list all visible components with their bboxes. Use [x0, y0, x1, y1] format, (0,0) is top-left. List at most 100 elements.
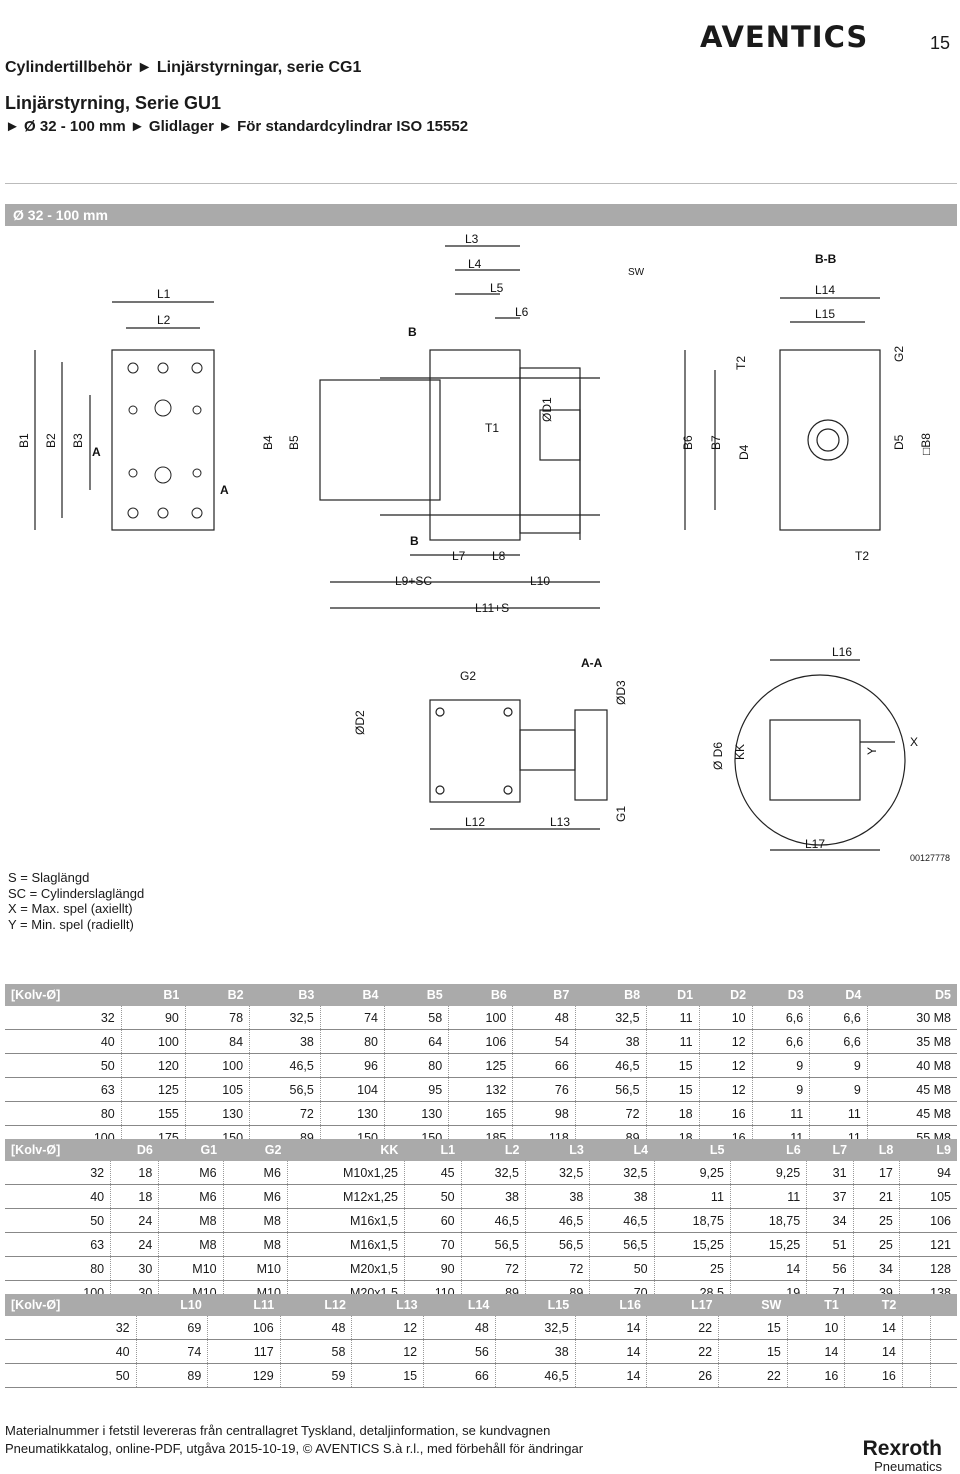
table-cell: M6	[223, 1184, 288, 1209]
dim-B1: B1	[17, 433, 31, 448]
table-cell: M16x1,5	[287, 1232, 405, 1257]
front-holes	[127, 362, 203, 519]
table-cell: 155	[121, 1101, 186, 1126]
column-header: B2	[185, 984, 250, 1006]
dim-L15: L15	[815, 307, 835, 321]
table-cell: 56,5	[525, 1232, 591, 1257]
table-cell: 74	[136, 1339, 209, 1364]
table-cell: 106	[448, 1029, 514, 1054]
dim-L9-SC: L9+SC	[395, 574, 432, 588]
table-cell	[902, 1316, 931, 1340]
dim-L2: L2	[157, 313, 171, 327]
table-cell: 72	[575, 1101, 647, 1126]
table-cell: 38	[495, 1339, 576, 1364]
column-header: B6	[448, 984, 513, 1006]
table-cell: M8	[158, 1208, 224, 1233]
column-header: D3	[752, 984, 810, 1006]
table-cell	[902, 1339, 931, 1364]
table-cell: 34	[853, 1256, 900, 1281]
table-cell: 12	[351, 1316, 425, 1340]
table-cell: 56,5	[589, 1232, 655, 1257]
table-cell: M20x1,5	[287, 1256, 405, 1281]
table-cell: 38	[589, 1184, 655, 1209]
table-cell	[930, 1339, 957, 1364]
dim-L6: L6	[515, 305, 529, 319]
dim-L3: L3	[465, 232, 479, 246]
column-header: L2	[461, 1139, 526, 1161]
table-cell: 14	[844, 1316, 903, 1340]
table-cell: 24	[110, 1232, 160, 1257]
table-cell: 15	[718, 1316, 788, 1340]
table-cell: 30 M8	[867, 1006, 957, 1030]
table-cell: 14	[787, 1339, 846, 1364]
table-cell: 32	[5, 1006, 122, 1030]
table-cell: M6	[158, 1184, 224, 1209]
table-cell: 80	[5, 1101, 122, 1126]
table-cell: 30	[110, 1256, 160, 1281]
table-cell: 132	[448, 1077, 514, 1102]
column-header: L6	[730, 1139, 807, 1161]
table-cell: 45	[404, 1161, 462, 1185]
table-cell: 25	[853, 1232, 900, 1257]
rexroth-logo: Rexroth	[862, 1437, 942, 1460]
legend-item: SC = Cylinderslaglängd	[8, 885, 145, 901]
table-cell: 51	[806, 1232, 854, 1257]
dim-L7: L7	[452, 549, 466, 563]
table-cell: 78	[185, 1006, 251, 1030]
dim-D4: D4	[737, 444, 751, 460]
table-cell: 100	[121, 1029, 186, 1054]
table-cell: M8	[158, 1232, 224, 1257]
table-cell: 48	[280, 1316, 353, 1340]
table-cell: 6,6	[809, 1029, 868, 1054]
dim-L4: L4	[468, 257, 482, 271]
dim-L14: L14	[815, 283, 835, 297]
table-cell: 31	[806, 1161, 854, 1185]
table-cell: 58	[280, 1339, 353, 1364]
column-header: B8	[575, 984, 647, 1006]
table-cell: 56	[806, 1256, 854, 1281]
section-bb	[779, 349, 881, 531]
table-cell: M12x1,25	[287, 1184, 405, 1209]
table-cell: 40	[5, 1184, 112, 1209]
table-cell: 16	[787, 1363, 846, 1388]
detail-circle	[734, 674, 906, 846]
table-cell: 15	[646, 1077, 700, 1102]
table-cell: 50	[404, 1184, 462, 1209]
table-cell: 98	[512, 1101, 576, 1126]
section-mark-a-right: A	[220, 483, 229, 497]
table-cell: 12	[351, 1339, 425, 1364]
table-cell: 6,6	[752, 1029, 811, 1054]
table-cell: 72	[461, 1256, 526, 1281]
table-cell: 45 M8	[867, 1077, 957, 1102]
dim-B6: B6	[681, 435, 695, 450]
table-cell: 45 M8	[867, 1101, 957, 1126]
table-cell: M10x1,25	[287, 1161, 405, 1185]
column-header: B7	[512, 984, 576, 1006]
table-cell: 14	[575, 1316, 648, 1340]
table-cell: 46,5	[495, 1363, 576, 1388]
dim-B2: B2	[44, 433, 58, 448]
footer-copyright: Pneumatikkatalog, online-PDF, utgåva 201…	[5, 1441, 584, 1456]
page-title: Linjärstyrning, Serie GU1	[5, 93, 222, 113]
table-cell: 56	[423, 1339, 496, 1364]
column-header: L3	[525, 1139, 590, 1161]
table-cell: M6	[223, 1161, 288, 1185]
dim-B7: B7	[709, 435, 723, 450]
technical-drawing: L3 L4 L5 L6 L1 L2 B SW B-B L14 L15 T2 G2…	[17, 232, 933, 851]
table-cell: M10	[158, 1256, 224, 1281]
breadcrumb: Cylindertillbehör ► Linjärstyrningar, se…	[5, 59, 362, 76]
table-cell: 90	[121, 1006, 186, 1030]
dim-B4: B4	[261, 435, 275, 450]
table-cell: 24	[110, 1208, 160, 1233]
table-cell: 46,5	[461, 1208, 526, 1233]
front-plate	[111, 349, 215, 531]
table-cell: 38	[461, 1184, 526, 1209]
column-header: D1	[646, 984, 700, 1006]
table-cell: 11	[752, 1101, 811, 1126]
